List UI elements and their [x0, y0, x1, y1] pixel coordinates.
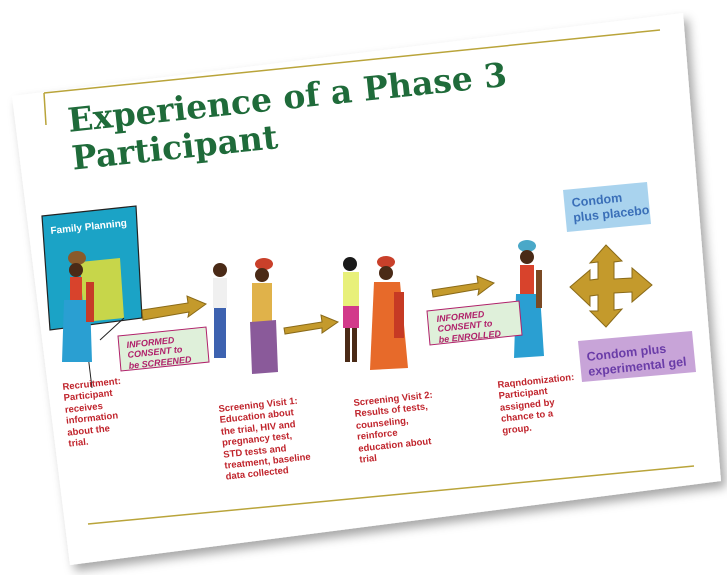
recruitment-participant-figure: [62, 251, 94, 362]
condom-experimental-box: [578, 331, 696, 382]
condom-placebo-box: [563, 182, 651, 232]
consent-screened-text: INFORMED CONSENT to be SCREENED: [126, 334, 192, 371]
randomization-participant-figure: [514, 240, 544, 358]
title-tick: [43, 92, 47, 126]
step-screening-visit-2-caption: Screening Visit 2: Results of tests, cou…: [353, 389, 434, 466]
flow-arrow-3: [431, 275, 496, 298]
consent-screened-box: [117, 326, 210, 372]
screening-visit-2-figures: [343, 256, 408, 370]
randomization-split-arrow: [569, 244, 653, 328]
flow-arrow-1: [141, 295, 208, 321]
step-recruitment-caption: Recruitment: Participant receives inform…: [62, 375, 122, 450]
step-randomization-caption: Raqndomization: Participant assigned by …: [497, 371, 575, 437]
consent-enrolled-text: INFORMED CONSENT to be ENROLLED: [436, 308, 502, 345]
slide-card: [12, 13, 721, 565]
consent-enrolled-box: [426, 300, 523, 346]
bottom-rule: [87, 465, 695, 525]
screening-visit-1-figures: [213, 258, 278, 374]
top-rule: [43, 29, 661, 94]
step-screening-visit-1-caption: Screening Visit 1: Education about the t…: [218, 395, 312, 483]
flow-arrow-2: [283, 314, 340, 335]
